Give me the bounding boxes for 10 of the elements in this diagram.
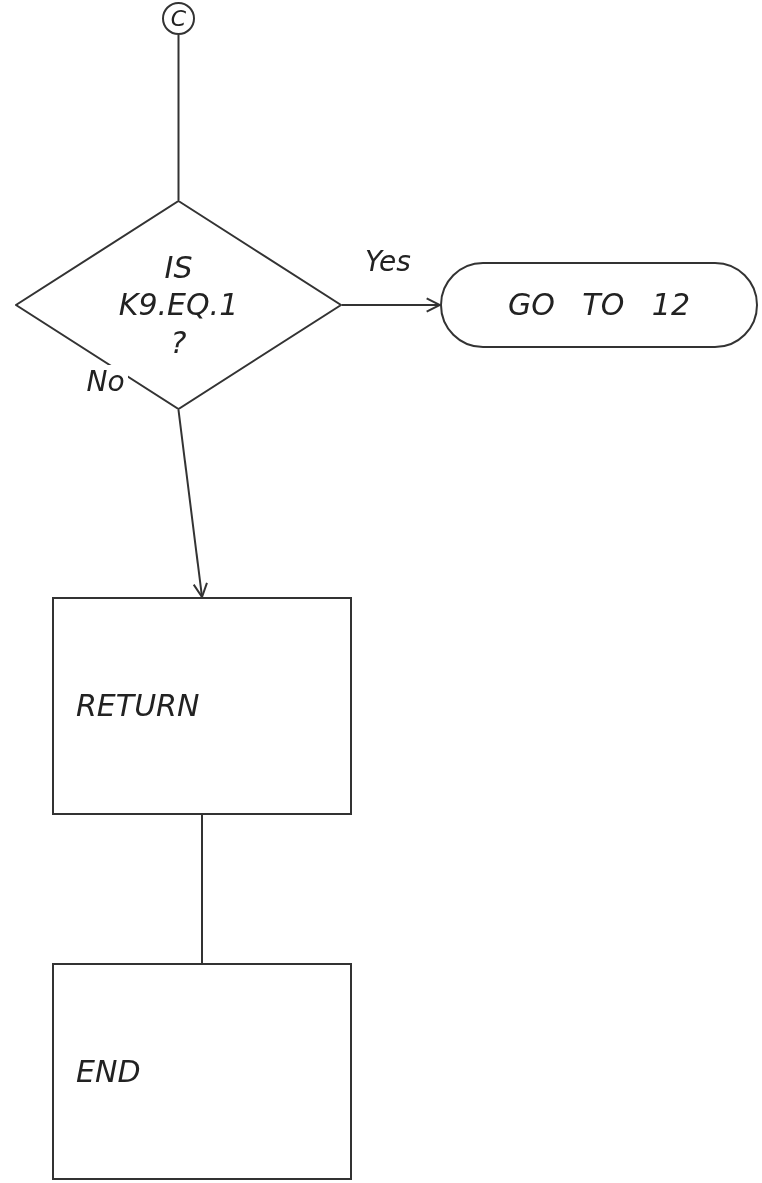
process-box xyxy=(52,963,352,1180)
node-label: RETURN xyxy=(76,687,200,725)
terminal-shape xyxy=(440,262,758,348)
decision-diamond xyxy=(15,200,342,410)
node-label: IS K9.EQ.1 ? xyxy=(117,248,240,362)
connector-circle xyxy=(162,2,195,35)
process-box xyxy=(52,597,352,815)
node-label: END xyxy=(76,1052,141,1091)
node-label: C xyxy=(170,4,187,33)
node-label: GO TO 12 xyxy=(507,286,690,324)
